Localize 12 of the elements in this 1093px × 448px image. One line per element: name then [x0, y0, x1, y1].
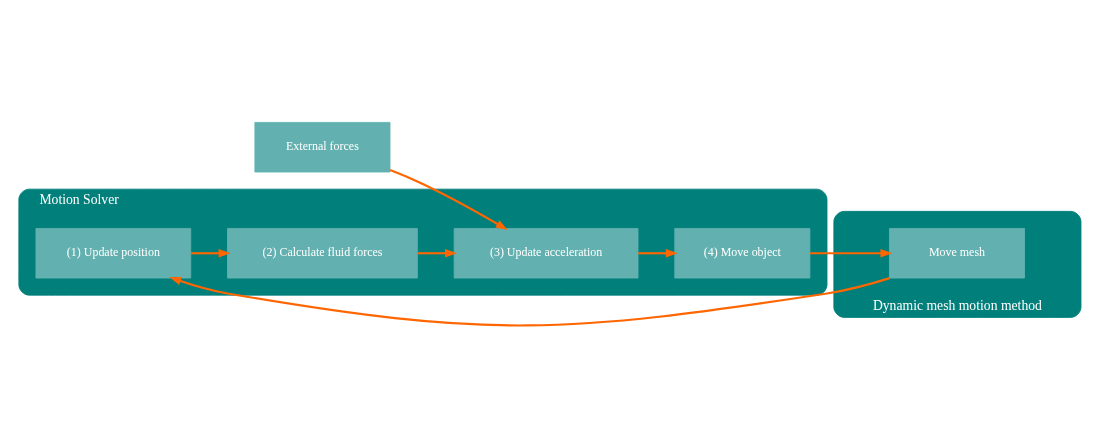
node-box: (3) Update acceleration: [453, 228, 639, 279]
arrow: [190, 249, 231, 258]
node-box: (2) Calculate fluid forces: [227, 228, 418, 279]
arrow: [389, 169, 508, 231]
node-box: External forces: [254, 122, 391, 173]
arrow: [417, 249, 458, 258]
arrow: [810, 249, 893, 258]
node-box: (1) Update position: [35, 228, 192, 279]
arrow: [638, 249, 678, 258]
arrow: [169, 277, 890, 327]
node-box: Move mesh: [889, 228, 1025, 279]
node-box: (4) Move object: [674, 228, 811, 279]
